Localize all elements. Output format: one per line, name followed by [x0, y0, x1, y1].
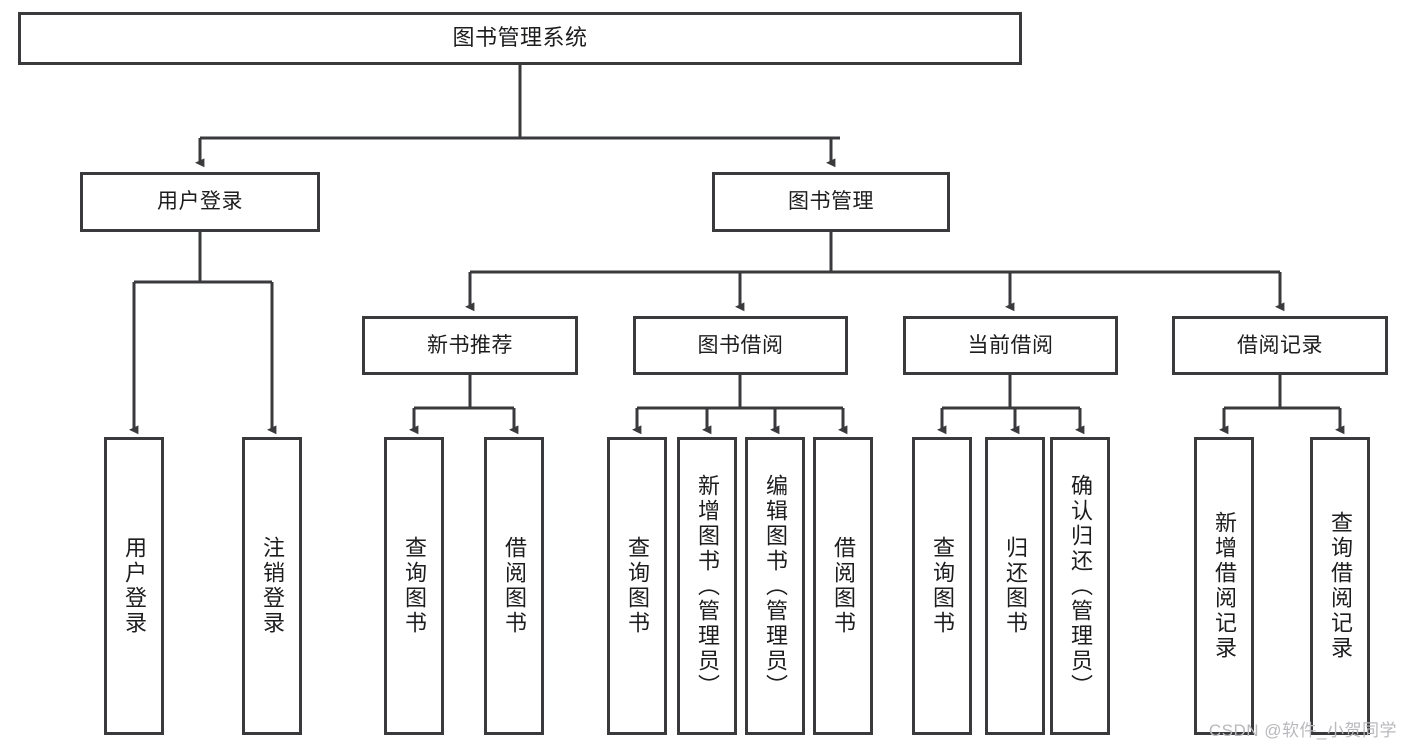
node-label: 用户登录 [157, 190, 243, 214]
node-label: 确认归还（管理员） [1068, 473, 1093, 699]
leaf-borrow-book-recommend[interactable]: 借阅图书 [484, 437, 544, 735]
node-label: 查询图书 [625, 536, 650, 636]
leaf-user-login[interactable]: 用户登录 [104, 437, 164, 735]
node-book-borrow[interactable]: 图书借阅 [633, 316, 848, 375]
watermark-text: CSDN @软件_小贺同学 [1208, 721, 1397, 740]
node-label: 新增图书（管理员） [695, 473, 720, 699]
leaf-query-book-recommend[interactable]: 查询图书 [384, 437, 444, 735]
node-borrow-record[interactable]: 借阅记录 [1172, 316, 1388, 375]
node-label: 新增借阅记录 [1212, 511, 1237, 661]
node-label: 新书推荐 [427, 333, 513, 357]
node-label: 编辑图书（管理员） [763, 473, 788, 699]
node-label: 查询图书 [402, 536, 427, 636]
node-label: 图书借阅 [697, 333, 784, 357]
leaf-edit-book-admin[interactable]: 编辑图书（管理员） [745, 437, 805, 735]
node-label: 用户登录 [122, 536, 147, 636]
node-label: 借阅记录 [1237, 333, 1323, 357]
leaf-user-logout[interactable]: 注销登录 [242, 437, 302, 735]
node-label: 图书管理 [788, 190, 874, 214]
node-new-book-recommend[interactable]: 新书推荐 [362, 316, 578, 375]
node-label: 借阅图书 [831, 536, 856, 636]
node-label: 注销登录 [260, 536, 285, 636]
node-label: 查询图书 [930, 536, 955, 636]
node-label: 图书管理系统 [452, 25, 588, 51]
node-book-management[interactable]: 图书管理 [712, 172, 950, 232]
leaf-confirm-return-admin[interactable]: 确认归还（管理员） [1050, 437, 1110, 735]
leaf-query-borrow-record[interactable]: 查询借阅记录 [1310, 437, 1370, 735]
node-root-system[interactable]: 图书管理系统 [18, 12, 1022, 65]
node-label: 查询借阅记录 [1328, 511, 1353, 661]
leaf-query-book-borrow[interactable]: 查询图书 [607, 437, 667, 735]
leaf-add-borrow-record[interactable]: 新增借阅记录 [1194, 437, 1254, 735]
node-label: 当前借阅 [967, 333, 1054, 357]
node-label: 借阅图书 [502, 536, 527, 636]
node-label: 归还图书 [1003, 536, 1028, 636]
leaf-add-book-admin[interactable]: 新增图书（管理员） [677, 437, 737, 735]
leaf-query-book-current[interactable]: 查询图书 [912, 437, 972, 735]
node-current-borrow[interactable]: 当前借阅 [903, 316, 1118, 375]
leaf-borrow-book[interactable]: 借阅图书 [813, 437, 873, 735]
node-user-login[interactable]: 用户登录 [80, 172, 320, 232]
leaf-return-book[interactable]: 归还图书 [985, 437, 1045, 735]
